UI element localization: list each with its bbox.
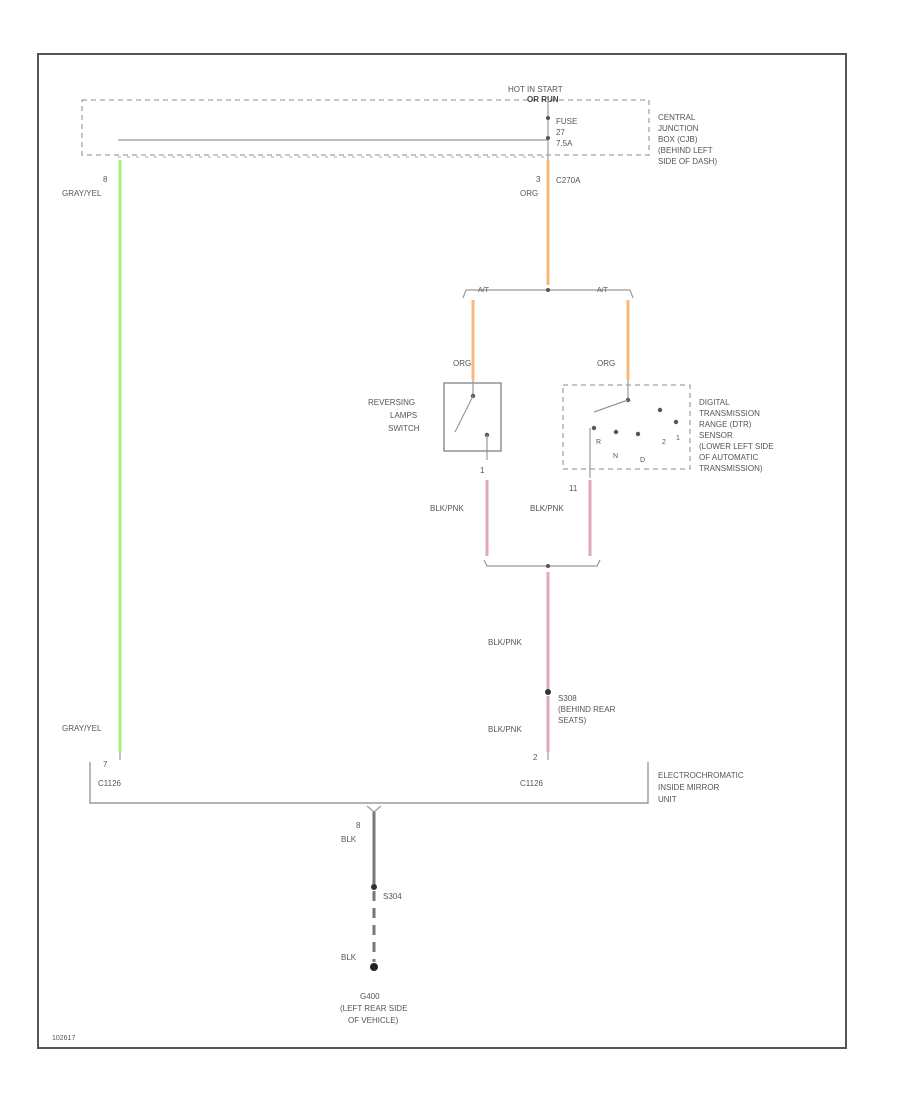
branch-left-label: A/T	[478, 287, 490, 294]
rev-switch-name-3: SWITCH	[388, 424, 420, 433]
mirror-name-1: ELECTROCHROMATIC	[658, 771, 744, 780]
dtr-pos-r: R	[596, 439, 601, 446]
blk-pnk-merge-node	[546, 564, 550, 568]
dtr-name-5: (LOWER LEFT SIDE	[699, 442, 774, 451]
cjb-right-pin: 3	[536, 175, 541, 184]
rev-switch-name-1: REVERSING	[368, 398, 415, 407]
org-top-label: ORG	[520, 189, 538, 198]
cjb-dashed-outline	[81, 99, 650, 156]
blk-pnk-circuit: BLK/PNK BLK/PNK BLK/PNK S308 (BEHIND REA…	[430, 480, 616, 752]
dtr-name-2: TRANSMISSION	[699, 409, 760, 418]
mirror-outline	[89, 762, 649, 804]
gray-yel-circuit: 8 GRAY/YEL GRAY/YEL	[62, 160, 122, 752]
fuse-label: FUSE	[556, 117, 577, 126]
dtr-name-1: DIGITAL	[699, 398, 730, 407]
dtr-contact-r	[591, 425, 597, 431]
mirror-name-3: UNIT	[658, 795, 677, 804]
dtr-name-6: OF AUTOMATIC	[699, 453, 758, 462]
dtr-contact-n	[613, 429, 619, 435]
switch-arm	[454, 395, 474, 433]
diagram-frame	[37, 53, 847, 1049]
fuse-node-top	[546, 116, 550, 120]
cjb-name-5: SIDE OF DASH)	[658, 157, 717, 166]
cjb-left-pin: 8	[103, 175, 108, 184]
hot-label-2: OR RUN	[527, 95, 559, 104]
reversing-lamps-switch: REVERSING LAMPS SWITCH 1	[368, 380, 502, 475]
mirror-left-conn: C1126	[98, 779, 122, 788]
ground-point	[370, 963, 378, 971]
blk-lower-label: BLK	[341, 953, 357, 962]
hot-label: HOT IN START	[508, 85, 563, 94]
blk-pnk-bottom-label: BLK/PNK	[488, 725, 522, 734]
rev-switch-name-2: LAMPS	[390, 411, 417, 420]
org-circuit: 3 C270A ORG A/T A/T ORG ORG	[453, 160, 634, 380]
splice-desc-2: SEATS)	[558, 716, 587, 725]
dtr-sensor: R N D 2 1 DIGITAL TRANSMISSION RANGE (DT…	[562, 380, 774, 493]
mirror-bottom-pin: 8	[356, 821, 361, 830]
mirror-right-conn: C1126	[520, 779, 544, 788]
ground-circuit: 8 BLK S304 BLK G400 (LEFT REAR SIDE OF V…	[340, 805, 407, 1025]
gray-yel-bottom-label: GRAY/YEL	[62, 724, 102, 733]
blk-pnk-right-label: BLK/PNK	[530, 504, 564, 513]
org-left-label: ORG	[453, 359, 471, 368]
ground-connector-tab	[366, 805, 382, 813]
mirror-left-pin: 7	[103, 760, 108, 769]
rev-switch-pin: 1	[480, 466, 485, 475]
splice-s308	[545, 689, 551, 695]
dtr-pos-d: D	[640, 457, 645, 464]
fuse-node-bottom	[546, 136, 550, 140]
electrochromatic-mirror-unit: 7 2 C1126 C1126 ELECTROCHROMATIC INSIDE …	[89, 753, 744, 804]
cjb-name-1: CENTRAL	[658, 113, 696, 122]
cjb-name-3: BOX (CJB)	[658, 135, 698, 144]
dtr-name-4: SENSOR	[699, 431, 733, 440]
mirror-right-pin: 2	[533, 753, 538, 762]
gray-yel-top-label: GRAY/YEL	[62, 189, 102, 198]
mirror-name-2: INSIDE MIRROR	[658, 783, 720, 792]
blk-pnk-mid-label: BLK/PNK	[488, 638, 522, 647]
splice-desc-1: (BEHIND REAR	[558, 705, 616, 714]
fuse-rating: 7.5A	[556, 139, 573, 148]
cjb-right-conn: C270A	[556, 176, 581, 185]
footer-code: 102617	[52, 1035, 75, 1042]
ground-desc-1: (LEFT REAR SIDE	[340, 1004, 407, 1013]
fuse-number: 27	[556, 128, 565, 137]
ground-id: G400	[360, 992, 380, 1001]
dtr-contact-1	[673, 419, 679, 425]
dtr-pos-1: 1	[676, 435, 680, 442]
dtr-pos-2: 2	[662, 439, 666, 446]
org-right-label: ORG	[597, 359, 615, 368]
dtr-name-7: TRANSMISSION)	[699, 464, 763, 473]
dtr-name-3: RANGE (DTR)	[699, 420, 752, 429]
central-junction-box: HOT IN START OR RUN FUSE 27 7.5A CENTRAL…	[81, 85, 717, 166]
blk-pnk-left-label: BLK/PNK	[430, 504, 464, 513]
ground-splice-id: S304	[383, 892, 402, 901]
cjb-name-4: (BEHIND LEFT	[658, 146, 713, 155]
dtr-contact-d	[635, 431, 641, 437]
splice-s304	[371, 884, 377, 890]
dtr-wiper	[593, 399, 629, 413]
dtr-contact-2	[657, 407, 663, 413]
org-branch-node	[546, 288, 550, 292]
dtr-pin: 11	[569, 484, 578, 493]
splice-id: S308	[558, 694, 577, 703]
dtr-dashed-outline	[562, 384, 691, 470]
branch-right-label: A/T	[597, 287, 609, 294]
ground-desc-2: OF VEHICLE)	[348, 1016, 399, 1025]
blk-upper-label: BLK	[341, 835, 357, 844]
dtr-pos-n: N	[613, 453, 618, 460]
cjb-name-2: JUNCTION	[658, 124, 699, 133]
blk-pnk-merge-bar	[483, 559, 601, 567]
